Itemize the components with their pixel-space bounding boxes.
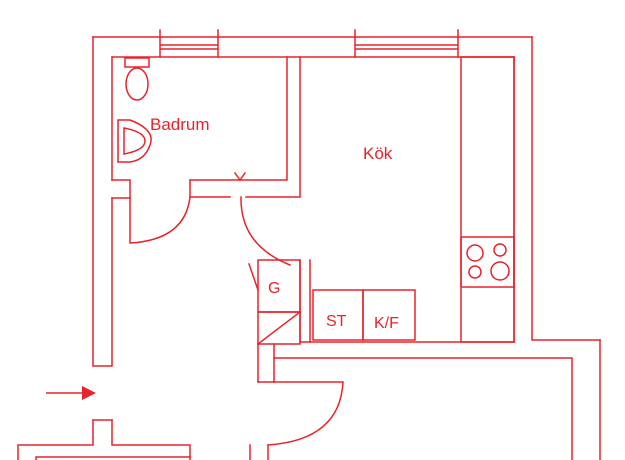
hall-walls: [249, 357, 573, 460]
fixture-label-stove: ST: [326, 313, 347, 330]
bottom-left-walls: [17, 419, 191, 460]
fixture-label-fridge-freezer: K/F: [374, 315, 399, 332]
toilet-icon: [124, 57, 150, 101]
fixture-label-freezer: G: [268, 280, 280, 297]
arrow-right-icon: [46, 386, 96, 400]
kitchen-door: [240, 196, 291, 266]
room-label-kitchen: Kök: [363, 144, 393, 163]
kitchen-counter: [460, 56, 515, 343]
sink-icon: [117, 119, 152, 163]
room-label-bathroom: Badrum: [150, 115, 210, 134]
freezer-unit: [248, 259, 302, 383]
bathroom-walls: [111, 56, 301, 244]
stove-burners-icon: [466, 243, 510, 281]
outer-walls: [92, 36, 601, 460]
windows: [159, 29, 459, 58]
